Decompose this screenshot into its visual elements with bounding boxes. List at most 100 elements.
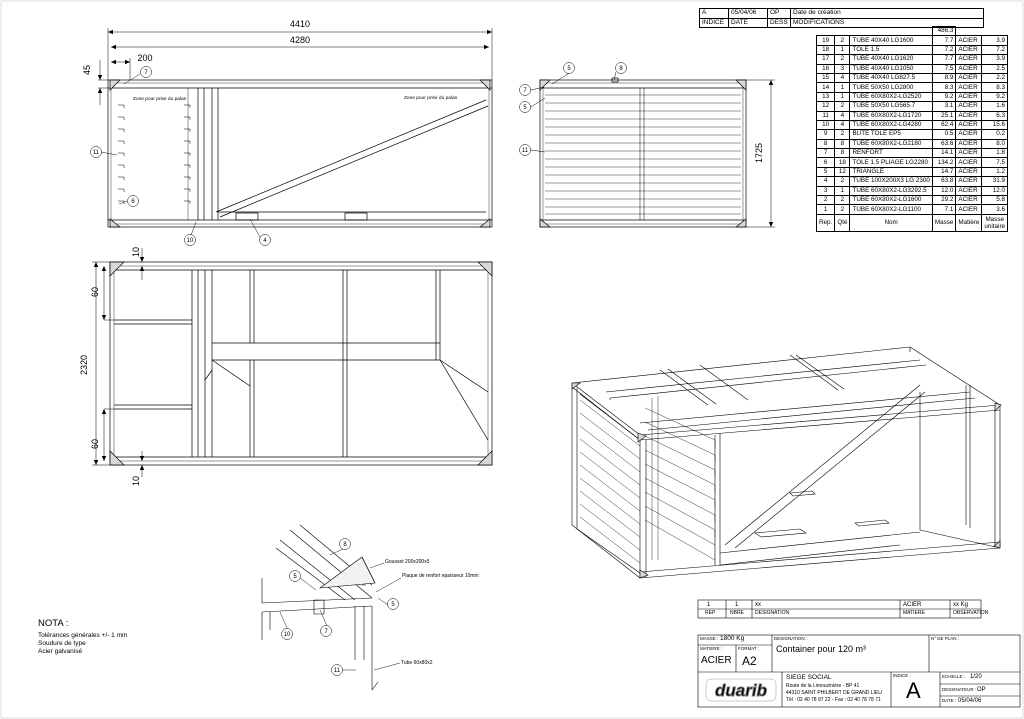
address-line-2: 44310 SAINT PHILBERT DE GRAND LIEU [786,690,882,696]
company-logo: duarib [705,678,777,702]
bom-rep: 3 [815,185,836,197]
bom-qty: 1 [834,91,851,103]
bom-unit-mass: 31.9 [981,176,1009,187]
rev-drawn: OP [767,8,791,19]
assembly-header-designation: DESIGNATION [755,610,790,616]
balloon-10: 10 [187,238,194,244]
balloon-side-8: 8 [619,66,623,72]
bom-material: ACIER [955,176,983,187]
bom-rep: 2 [815,195,836,206]
front-elevation-view [107,79,493,228]
bom-unit-mass: 7.2 [981,44,1009,56]
bom-unit-mass: 0.2 [981,129,1009,140]
bom-qty: 1 [834,82,851,93]
bom-name: RENFORT [849,148,933,159]
bom-material: ACIER [955,35,983,46]
dim-ten-top: 10 [131,247,141,257]
balloon-4: 4 [263,238,267,244]
bom-unit-mass: 6.3 [981,110,1009,121]
bom-qty: 1 [834,44,851,56]
balloon-11: 11 [93,150,100,156]
revision-table: A 05/04/06 OP Date de création INDICE DA… [699,8,984,28]
bom-material: ACIER [955,166,983,178]
bom-rep: 6 [815,157,836,168]
notes-line-3: Acier galvanisé [38,648,82,655]
bom-mass: 7.7 [931,35,957,46]
plan-label: N° DE PLAN : [931,636,960,641]
revision-row: A 05/04/06 OP Date de création [699,8,984,19]
designation-label: DESIGNATION : [774,636,808,641]
bom-unit-mass: 1.8 [981,148,1009,159]
siege-label: SIEGE SOCIAL [786,674,832,681]
bom-qty: 12 [834,166,851,178]
bom-material: ACIER [955,72,983,84]
bom-header-qty: Qté [834,213,851,232]
bom-mass: 0.5 [931,129,957,140]
balloon-detail-5b: 5 [391,602,395,608]
bom-name: BUTE TOLE EP5 [849,129,933,140]
bom-rep: 11 [815,110,836,121]
bom-name: TUBE 40X40 LG1050 [849,63,933,74]
echelle-value: 1/20 [970,674,982,680]
plan-view [109,261,493,466]
tube-label: Tube 60x80x2 [401,660,433,666]
dim-overall-length: 4410 [290,19,310,29]
detail-balloons [281,538,399,676]
bom-header-name: Nom [849,213,933,232]
bom-qty: 2 [834,176,851,187]
bom-total: 486.3 [931,25,957,37]
bom-material: ACIER [955,138,983,150]
side-elevation-view [539,77,747,228]
bom-unit-mass: 8.3 [981,82,1009,93]
bom-qty: 1 [834,185,851,197]
bom-rep: 9 [815,129,836,140]
bom-material: ACIER [955,101,983,112]
bom-rep: 10 [815,119,836,131]
bom-mass: 25.1 [931,110,957,121]
rev-index: A [699,8,729,19]
front-leaders [100,73,262,240]
bom-mass: 14.1 [931,148,957,159]
balloon-detail-7: 7 [324,629,328,635]
bom-mass: 8.3 [931,82,957,93]
dim-ten-bottom: 10 [131,476,141,486]
rev-header-drawn: DESS [767,17,791,28]
gousset-label: Gousset 200x200x5 [385,559,430,565]
side-dimensions [530,71,775,228]
bom-qty: 2 [834,54,851,65]
bom-name: TOLE 1.5 PLIAGE LG2280 [849,157,933,168]
assembly-observation: xx Kg [953,602,969,608]
notes-title: NOTA : [38,618,68,629]
bom-mass: 3.1 [931,101,957,112]
masse-value: 1800 Kg [720,635,745,642]
date-label: DATE : [942,698,957,703]
date-value: 05/04/06 [958,698,982,704]
assembly-rep: 1 [707,602,711,608]
format-label: FORMAT : [738,646,760,651]
rev-date: 05/04/06 [728,8,768,19]
bom-rep: 18 [815,44,836,56]
bom-rep: 12 [815,101,836,112]
bom-header-rep: Rep. [815,213,836,232]
side-balloons [519,62,627,156]
phone-line: Tél : 02 40 78 97 22 - Fax : 02 40 78 78… [786,697,881,703]
bom-rep: 7 [815,148,836,159]
assembly-header-qty: NBRE [730,610,744,616]
dim-inner-length: 4280 [290,35,310,45]
rev-header-index: INDICE [699,17,729,28]
designation-value: Container pour 120 m³ [776,644,867,654]
